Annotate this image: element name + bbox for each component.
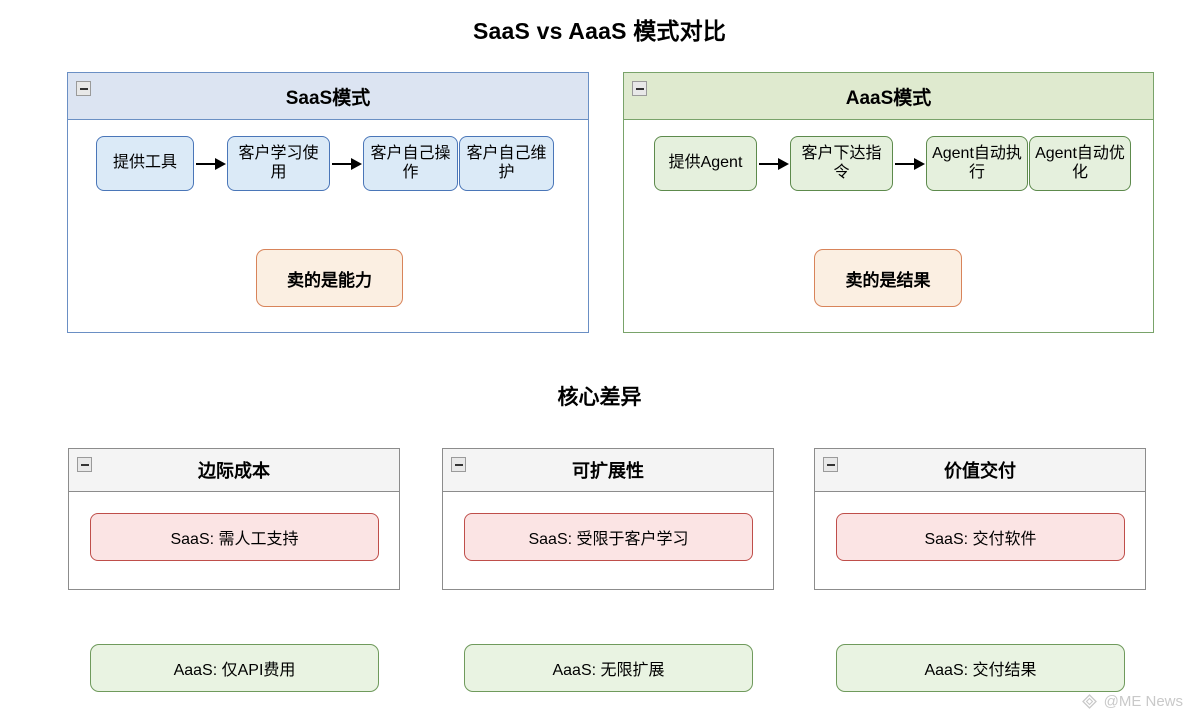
saas-step-1[interactable]: 提供工具 [96,136,194,191]
difference-card-title: 可扩展性 [572,461,644,481]
arrow-right-icon [757,157,790,170]
page-title: SaaS vs AaaS 模式对比 [472,18,727,44]
difference-saas-value[interactable]: SaaS: 交付软件 [836,513,1125,561]
watermark-label: @ME News [1103,693,1183,710]
aaas-panel-header: AaaS模式 [624,73,1153,120]
aaas-panel-title: AaaS模式 [845,87,932,109]
saas-sell-box[interactable]: 卖的是能力 [256,249,403,307]
saas-step-4[interactable]: 客户自己维护 [459,136,554,191]
arrow-right-icon [194,157,227,170]
aaas-step-2[interactable]: 客户下达指令 [790,136,893,191]
saas-step-2[interactable]: 客户学习使用 [227,136,330,191]
aaas-flow-row: 提供Agent 客户下达指令 Agent自动执行 Agent自动优化 [654,136,1131,191]
difference-card-title: 价值交付 [944,461,1016,481]
saas-step-3[interactable]: 客户自己操作 [363,136,458,191]
aaas-step-4[interactable]: Agent自动优化 [1029,136,1131,191]
difference-card-header: 价值交付 [815,449,1145,492]
difference-saas-value[interactable]: SaaS: 需人工支持 [90,513,379,561]
saas-flow-row: 提供工具 客户学习使用 客户自己操作 客户自己维护 [96,136,554,191]
aaas-mode-panel: AaaS模式 提供Agent 客户下达指令 Agent自动执行 Agent自动优… [623,72,1154,333]
collapse-minus-icon[interactable] [451,457,466,472]
aaas-step-1[interactable]: 提供Agent [654,136,757,191]
arrow-right-icon [893,157,926,170]
watermark: @ME News [1081,693,1183,710]
difference-card-header: 边际成本 [69,449,399,492]
saas-panel-title: SaaS模式 [285,87,371,109]
difference-card-value-delivery: 价值交付 SaaS: 交付软件 [814,448,1146,590]
difference-saas-value[interactable]: SaaS: 受限于客户学习 [464,513,753,561]
collapse-minus-icon[interactable] [823,457,838,472]
aaas-sell-box[interactable]: 卖的是结果 [814,249,962,307]
difference-card-scalability: 可扩展性 SaaS: 受限于客户学习 [442,448,774,590]
section-heading-core-differences: 核心差异 [557,386,642,409]
diamond-outline-icon [1081,693,1098,710]
difference-card-header: 可扩展性 [443,449,773,492]
aaas-step-3[interactable]: Agent自动执行 [926,136,1028,191]
collapse-minus-icon[interactable] [77,457,92,472]
saas-panel-header: SaaS模式 [68,73,588,120]
collapse-minus-icon[interactable] [76,81,91,96]
difference-card-title: 边际成本 [198,461,270,481]
arrow-right-icon [330,157,363,170]
saas-mode-panel: SaaS模式 提供工具 客户学习使用 客户自己操作 客户自己维护 卖的是能力 [67,72,589,333]
difference-card-marginal-cost: 边际成本 SaaS: 需人工支持 [68,448,400,590]
difference-aaas-value[interactable]: AaaS: 仅API费用 [90,644,379,692]
difference-aaas-value[interactable]: AaaS: 交付结果 [836,644,1125,692]
difference-aaas-value[interactable]: AaaS: 无限扩展 [464,644,753,692]
collapse-minus-icon[interactable] [632,81,647,96]
